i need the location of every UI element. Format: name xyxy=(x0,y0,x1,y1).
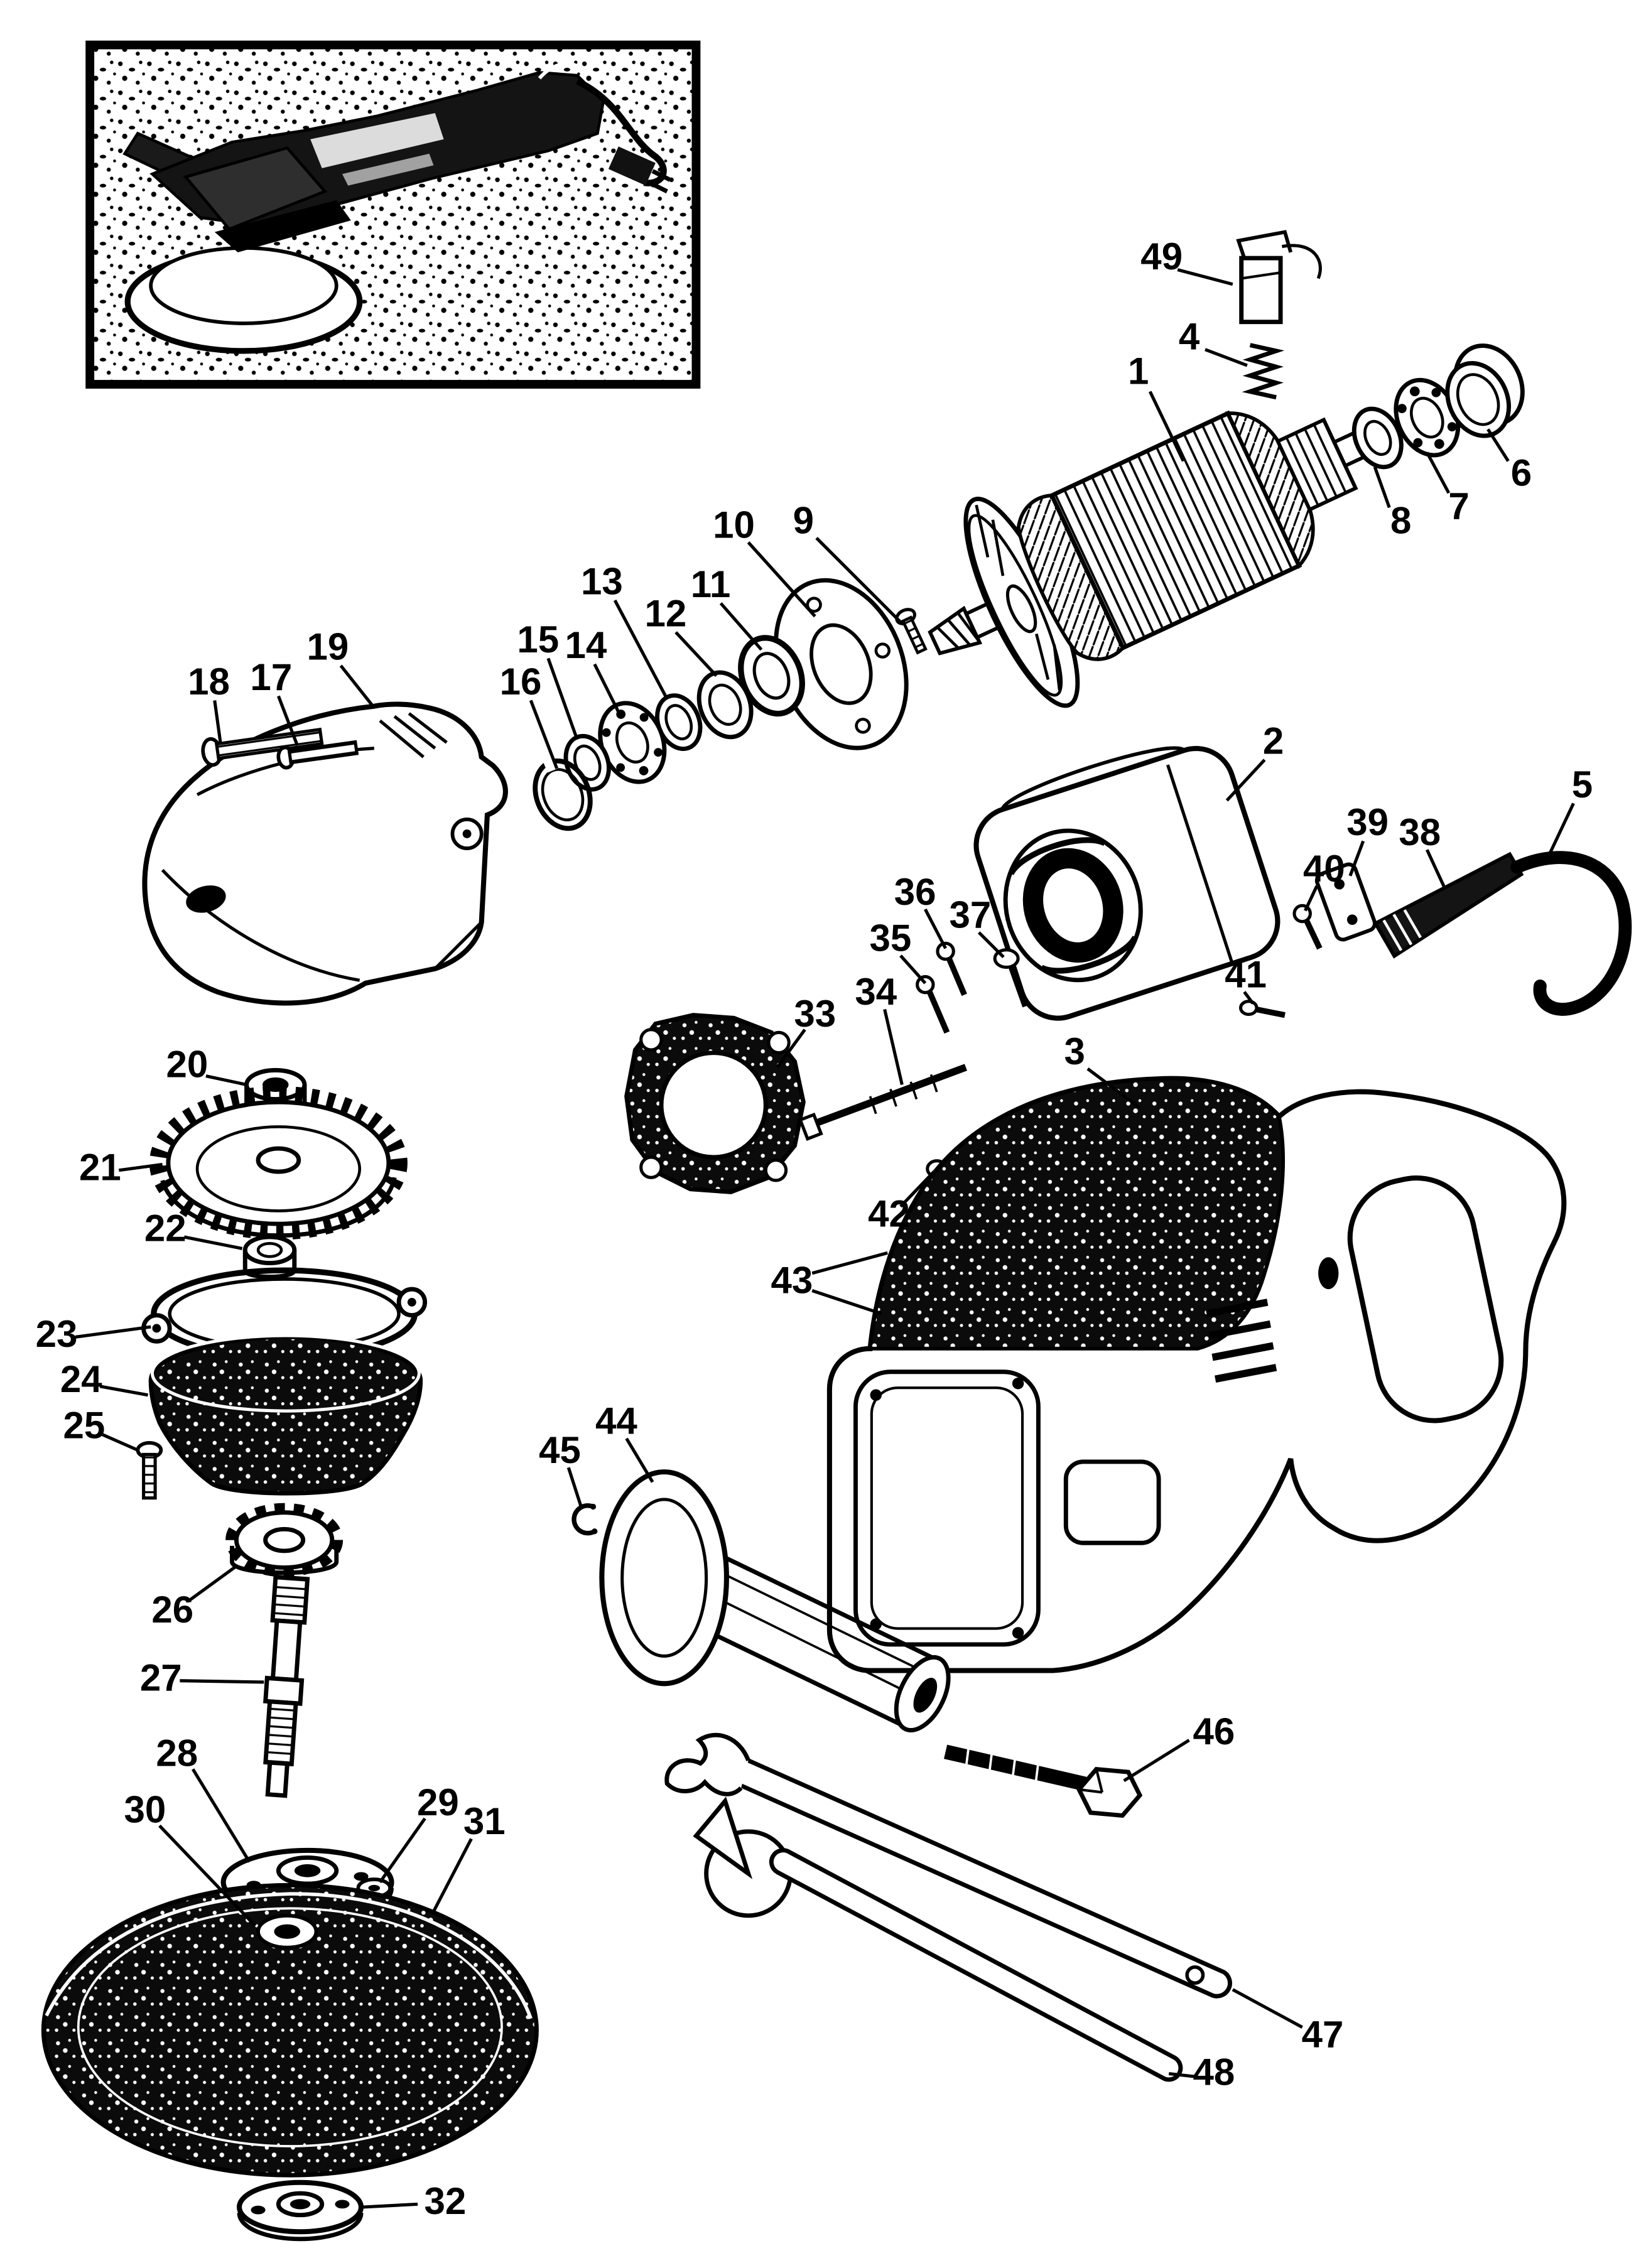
callout-23: 23 xyxy=(36,1313,78,1355)
armature-part-1 xyxy=(928,410,1398,708)
callout-40: 40 xyxy=(1303,848,1345,890)
polishing-pad-part-31 xyxy=(41,1882,539,2178)
callout-41: 41 xyxy=(1225,953,1267,995)
callout-38: 38 xyxy=(1399,811,1441,853)
open-end-wrench-part-48 xyxy=(693,1796,1183,2082)
screw-part-36 xyxy=(936,941,967,996)
callout-1: 1 xyxy=(1128,350,1149,392)
callout-14: 14 xyxy=(565,624,607,666)
felt-washer-part-13 xyxy=(655,693,703,752)
callout-9: 9 xyxy=(793,500,814,542)
brush-spring-part-4 xyxy=(1242,343,1285,400)
callout-31: 31 xyxy=(463,1800,506,1842)
carbon-brush-part-49 xyxy=(1236,230,1322,325)
screw-part-41 xyxy=(1239,1000,1286,1018)
field-stator-part-2 xyxy=(973,745,1281,1021)
bearing-cap-part-6 xyxy=(1445,343,1525,438)
callout-6: 6 xyxy=(1511,451,1532,494)
motor-housing xyxy=(826,1076,1567,1673)
callout-4: 4 xyxy=(1179,315,1200,357)
callout-47: 47 xyxy=(1302,2014,1344,2056)
callout-35: 35 xyxy=(869,917,911,959)
callout-15: 15 xyxy=(517,618,559,661)
dust-guard-part-24 xyxy=(148,1334,423,1496)
callout-10: 10 xyxy=(713,504,755,546)
fan-baffle-part-33 xyxy=(624,1013,806,1194)
callout-27: 27 xyxy=(140,1657,182,1699)
locknut-part-26 xyxy=(225,1503,344,1577)
callout-44: 44 xyxy=(595,1400,637,1442)
screw-part-9 xyxy=(895,608,928,655)
callout-49: 49 xyxy=(1140,235,1183,278)
callout-34: 34 xyxy=(855,971,897,1013)
pad-hub-part-30 xyxy=(256,1913,318,1950)
callout-18: 18 xyxy=(188,661,230,703)
bearing-part-14 xyxy=(598,701,667,784)
callout-36: 36 xyxy=(894,871,936,913)
callout-22: 22 xyxy=(144,1207,187,1250)
callout-46: 46 xyxy=(1193,1710,1235,1752)
callout-29: 29 xyxy=(417,1781,459,1823)
screw-part-35 xyxy=(916,975,950,1034)
callout-24: 24 xyxy=(60,1358,102,1400)
callout-13: 13 xyxy=(581,561,623,603)
callout-7: 7 xyxy=(1448,485,1469,527)
callout-20: 20 xyxy=(166,1044,208,1086)
callout-21: 21 xyxy=(79,1147,121,1189)
retaining-ring-part-11 xyxy=(738,635,805,717)
bearing-plate-part-10 xyxy=(774,578,909,750)
callout-32: 32 xyxy=(425,2180,467,2222)
callout-48: 48 xyxy=(1193,2051,1235,2093)
screw-part-40 xyxy=(1292,904,1323,950)
washer-part-8 xyxy=(1351,406,1404,470)
callout-19: 19 xyxy=(307,625,349,667)
pin-spanner-part-47 xyxy=(664,1732,1232,1999)
cord-guard-part-38 xyxy=(1373,851,1524,959)
screw-part-25 xyxy=(136,1441,163,1500)
callout-12: 12 xyxy=(645,592,687,634)
callout-30: 30 xyxy=(124,1789,166,1831)
screw-part-17 xyxy=(276,740,359,770)
callout-37: 37 xyxy=(950,894,992,936)
inset-photo xyxy=(85,40,701,389)
callout-11: 11 xyxy=(691,563,730,605)
washer-part-12 xyxy=(696,670,754,740)
bolt-part-34 xyxy=(798,1064,967,1141)
callout-39: 39 xyxy=(1346,801,1389,843)
callout-5: 5 xyxy=(1572,764,1593,806)
leader-lines xyxy=(75,268,1575,2209)
callout-8: 8 xyxy=(1390,500,1411,542)
snap-ring-part-16 xyxy=(533,757,593,831)
callout-25: 25 xyxy=(63,1405,106,1447)
callout-16: 16 xyxy=(500,661,542,703)
callout-3: 3 xyxy=(1064,1030,1085,1072)
callout-42: 42 xyxy=(868,1192,910,1234)
callout-43: 43 xyxy=(771,1260,813,1302)
bolt-part-46 xyxy=(944,1744,1143,1818)
power-cord-part-5 xyxy=(1510,851,1632,1016)
crown-gear-part-21 xyxy=(149,1086,408,1240)
callout-17: 17 xyxy=(250,656,292,698)
callout-45: 45 xyxy=(539,1429,581,1471)
polisher-photo-drawing xyxy=(122,62,671,354)
callout-26: 26 xyxy=(151,1589,193,1631)
callout-33: 33 xyxy=(794,993,836,1035)
circlip-part-45 xyxy=(571,1503,598,1536)
callout-2: 2 xyxy=(1263,720,1284,762)
callout-28: 28 xyxy=(156,1732,198,1774)
callouts: 1 2 3 4 5 6 7 8 9 10 11 12 13 14 15 16 1… xyxy=(36,235,1593,2222)
cord-clamp-part-39 xyxy=(1314,862,1377,942)
clamp-nut-part-32 xyxy=(236,2179,364,2242)
side-handle-part-44 xyxy=(599,1469,951,1732)
spindle-part-27 xyxy=(263,1574,310,1798)
